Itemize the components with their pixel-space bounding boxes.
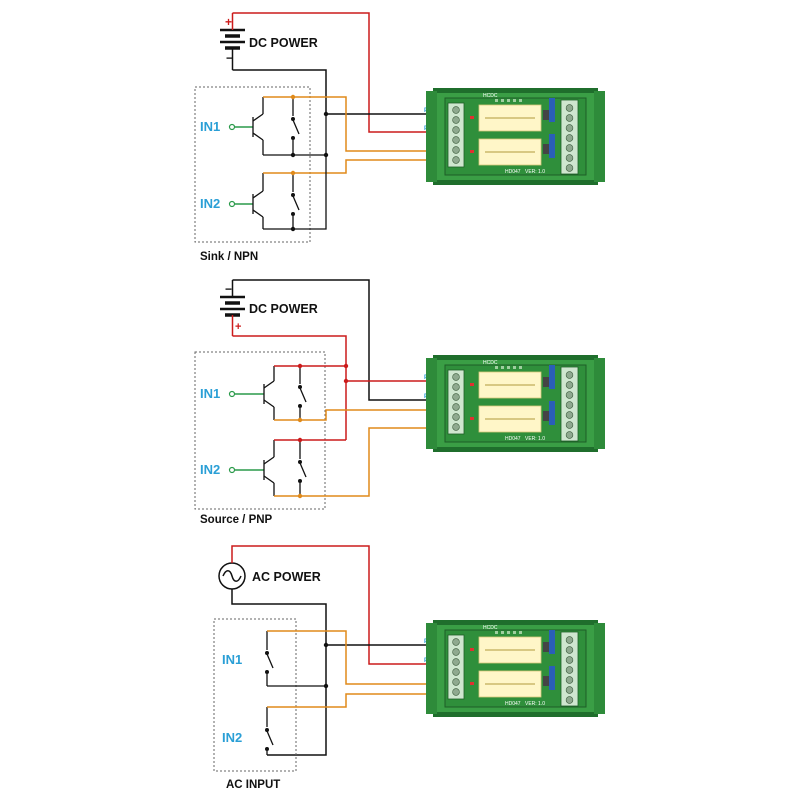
board-brand: HCDC (483, 93, 498, 99)
input-box (194, 86, 311, 243)
polarity-bottom: + (235, 321, 241, 333)
input-label-in1: IN1 (222, 652, 242, 667)
switch-icon (299, 366, 307, 420)
power-label: DC POWER (249, 36, 318, 50)
switch-icon (292, 173, 300, 229)
input-label-in1: IN1 (200, 119, 220, 134)
relay-module: HCDC HD047 VER: 1.0 (425, 619, 606, 718)
polarity-top: − (225, 282, 232, 296)
input-box (194, 351, 326, 510)
input-box (213, 618, 297, 772)
power-label: AC POWER (252, 570, 321, 584)
board-brand: HCDC (483, 360, 498, 366)
input-label-in2: IN2 (200, 196, 220, 211)
pnp-transistor-icon (263, 440, 275, 496)
circuit-caption: Sink / NPN (200, 251, 258, 263)
polarity-bottom: − (226, 51, 233, 65)
circuit-caption: AC INPUT (226, 779, 280, 791)
panel-ac-input: AC POWER IN1 IN2 AC INPUT PA (213, 545, 606, 791)
npn-transistor-icon (252, 97, 264, 155)
switch-icon (299, 440, 307, 496)
input-label-in1: IN1 (200, 386, 220, 401)
switch-icon (266, 707, 274, 755)
relay-module: HCDC HD047 VER: 1.0 (425, 354, 606, 453)
battery-icon (220, 13, 245, 70)
board-model: HD047 (505, 701, 521, 707)
board-version: VER: 1.0 (525, 701, 545, 707)
power-label: DC POWER (249, 302, 318, 316)
board-model: HD047 (505, 436, 521, 442)
pnp-transistor-icon (263, 366, 275, 420)
input-label-in2: IN2 (200, 462, 220, 477)
board-version: VER: 1.0 (525, 436, 545, 442)
ac-source-icon (218, 562, 246, 590)
board-brand: HCDC (483, 625, 498, 631)
panel-sink-npn: + − DC POWER IN1 (194, 12, 606, 263)
switch-icon (266, 631, 274, 686)
input-label-in2: IN2 (222, 730, 242, 745)
board-version: VER: 1.0 (525, 169, 545, 175)
board-model: HD047 (505, 169, 521, 175)
circuit-caption: Source / PNP (200, 514, 273, 526)
npn-transistor-icon (252, 173, 264, 229)
switch-icon (292, 97, 300, 155)
relay-module: HCDC HD047 VER: 1.0 (425, 87, 606, 186)
panel-source-pnp: − + DC POWER IN1 (194, 279, 606, 526)
polarity-top: + (225, 15, 232, 29)
battery-icon (220, 280, 245, 336)
